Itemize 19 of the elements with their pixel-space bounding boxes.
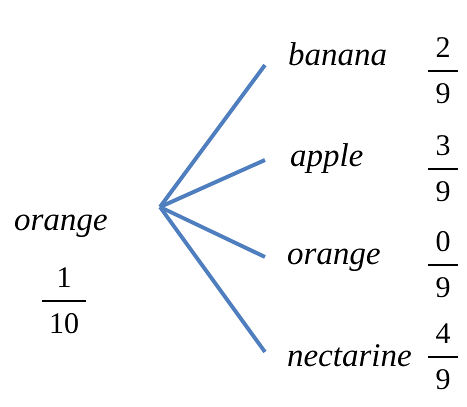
fraction-numerator: 3 (436, 128, 450, 164)
branch-line (159, 158, 266, 209)
fraction-numerator: 4 (436, 316, 450, 352)
fraction-numerator: 0 (436, 224, 450, 260)
fraction-denominator: 9 (436, 270, 450, 306)
branch-line (159, 205, 266, 259)
node-label: orange (287, 235, 380, 274)
node-label: orange (14, 201, 108, 240)
fraction-denominator: 9 (436, 174, 450, 210)
fraction-denominator: 9 (436, 76, 450, 112)
fraction-numerator: 2 (436, 30, 450, 66)
branch-line (158, 64, 267, 208)
fraction-denominator: 9 (436, 362, 450, 398)
fraction-numerator: 1 (56, 260, 72, 296)
branch-line (158, 206, 267, 354)
node-label: nectarine (287, 337, 412, 376)
fraction-denominator: 10 (49, 306, 79, 342)
node-label: banana (288, 36, 387, 75)
node-label: apple (290, 137, 364, 176)
